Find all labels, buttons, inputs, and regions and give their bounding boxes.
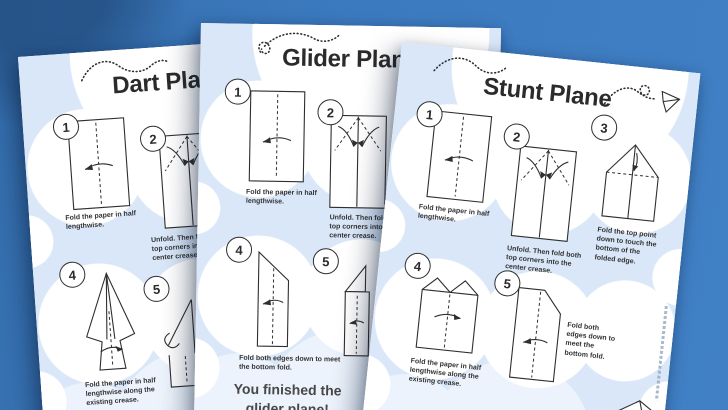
dotted-flight-trail-icon bbox=[81, 59, 170, 82]
sheet-dart-plane: Dart Plane 1 Fold the paper in half leng… bbox=[18, 36, 351, 410]
fold-diagram-step2 bbox=[510, 145, 578, 242]
paper-plane-doodle-icon bbox=[603, 84, 681, 114]
sheet-glider-plane: Glider Plane 1 Fold the paper in half le… bbox=[192, 23, 501, 410]
fold-diagram-step2 bbox=[329, 114, 387, 209]
dotted-flight-trail-icon bbox=[433, 57, 507, 74]
finished-stunt-plane-illustration bbox=[549, 400, 664, 410]
step-caption: Fold both edges down to meet the bottom … bbox=[564, 321, 616, 361]
step-caption: Fold the paper in half lengthwise. bbox=[245, 188, 317, 206]
finish-message: You finished the glider plane! bbox=[233, 380, 342, 410]
fold-diagram-step4 bbox=[415, 277, 479, 354]
fold-diagram-step5 bbox=[164, 299, 202, 388]
dotted-flight-trail-icon bbox=[258, 32, 340, 55]
fold-diagram-step1 bbox=[67, 117, 131, 211]
step-caption: Fold both edges down to meet the bottom … bbox=[238, 354, 341, 372]
fold-diagram-step1 bbox=[248, 90, 306, 183]
fold-diagram-step5 bbox=[343, 264, 370, 357]
fold-diagram-step5 bbox=[508, 286, 561, 383]
fold-diagram-step4 bbox=[256, 250, 290, 348]
sheet-stunt-plane: Stunt Plane 1 Fold the paper in half len… bbox=[351, 42, 701, 410]
fold-diagram-step3 bbox=[601, 144, 659, 222]
fold-diagram-step1 bbox=[426, 110, 493, 203]
fold-diagram-step4 bbox=[86, 271, 136, 371]
step-caption: Fold the top point down to touch the bot… bbox=[594, 226, 657, 266]
